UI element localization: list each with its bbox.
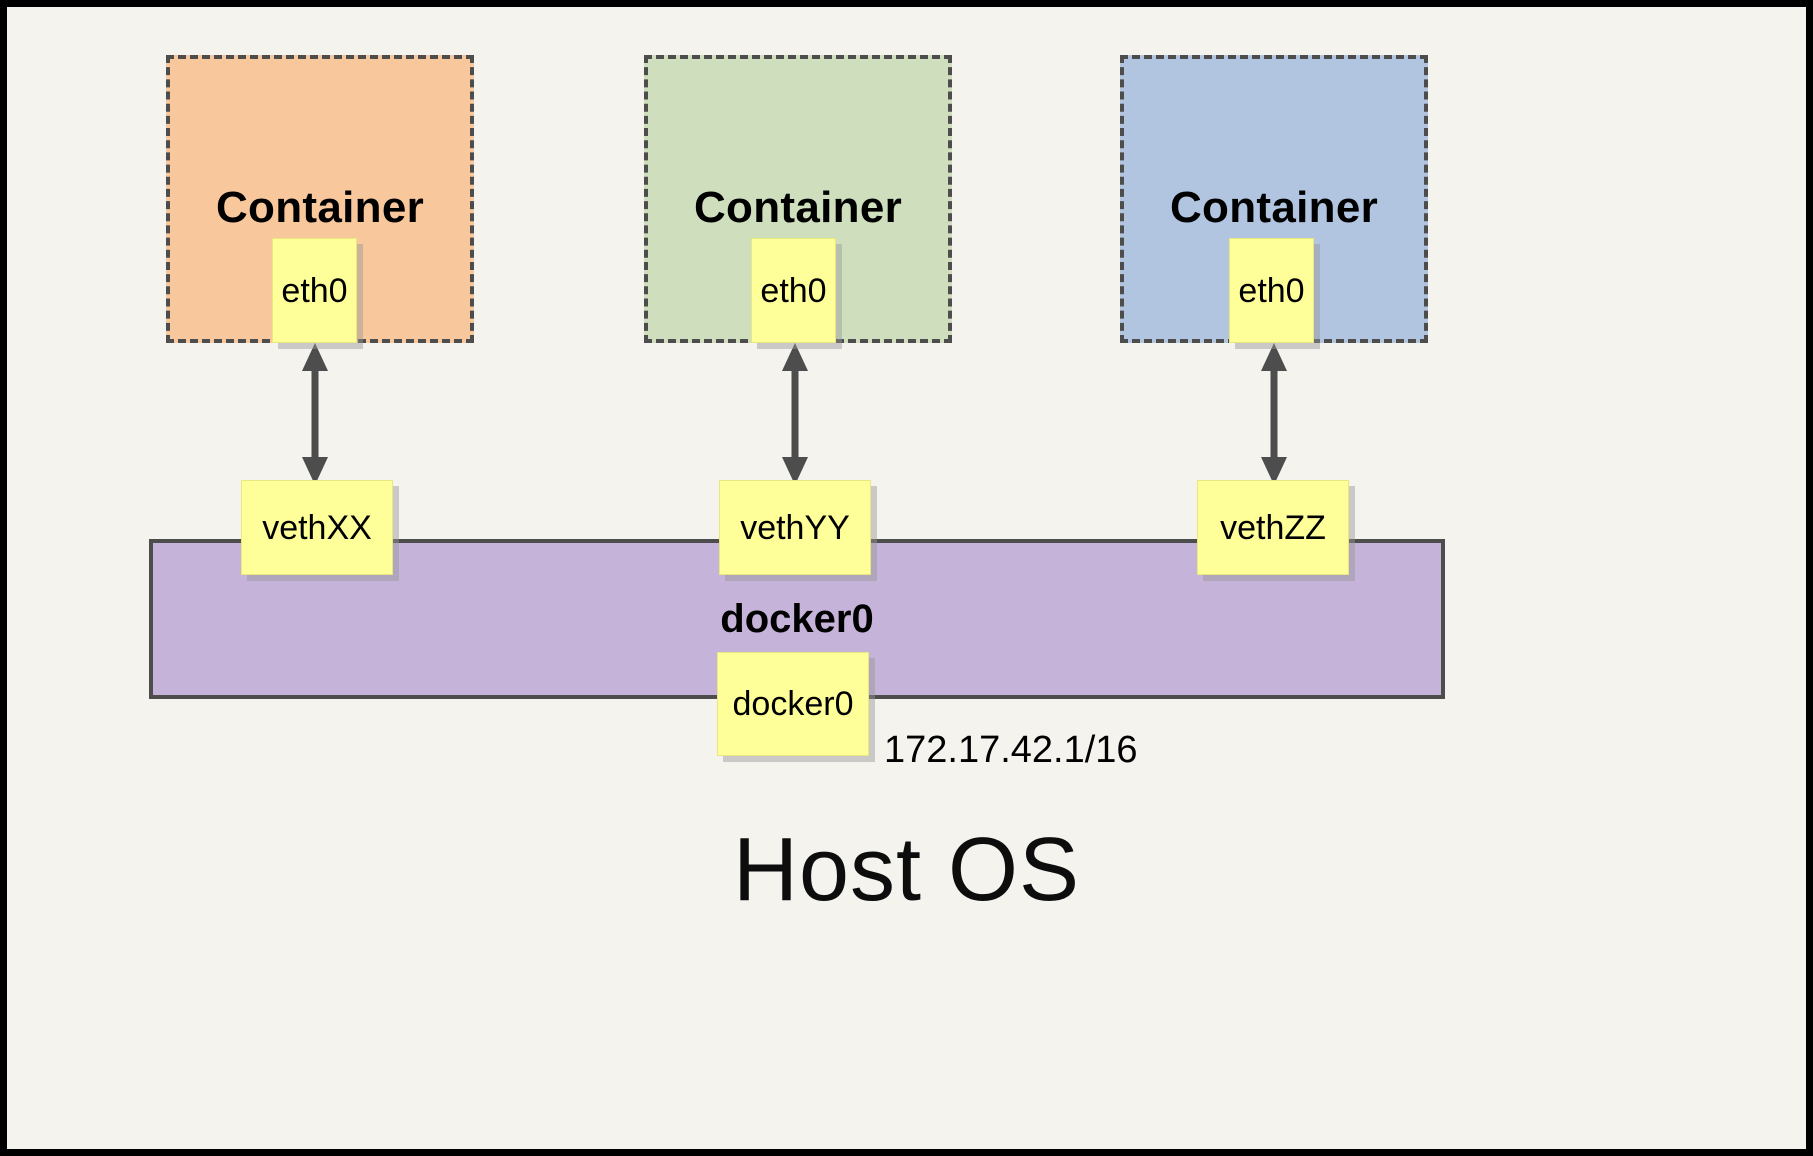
docker0-bridge-label: docker0 [720, 597, 874, 641]
host-os-label: Host OS [732, 820, 1081, 920]
arrow-container1-vethxx [302, 343, 328, 485]
arrow-container2-vethyy [782, 343, 808, 485]
container-1-title: Container [215, 183, 425, 232]
vethyy-box[interactable]: vethYY [719, 480, 871, 575]
container-2-eth0-box[interactable]: eth0 [751, 238, 836, 343]
container-3-title: Container [1169, 183, 1379, 232]
vethzz-box[interactable]: vethZZ [1197, 480, 1349, 575]
docker0-interface-box[interactable]: docker0 [717, 652, 869, 756]
container-3-eth0-box[interactable]: eth0 [1229, 238, 1314, 343]
vethxx-box[interactable]: vethXX [241, 480, 393, 575]
arrow-container3-vethzz [1261, 343, 1287, 485]
container-1-eth0-box[interactable]: eth0 [272, 238, 357, 343]
docker0-ip-label: 172.17.42.1/16 [884, 729, 1138, 771]
container-2-title: Container [693, 183, 903, 232]
